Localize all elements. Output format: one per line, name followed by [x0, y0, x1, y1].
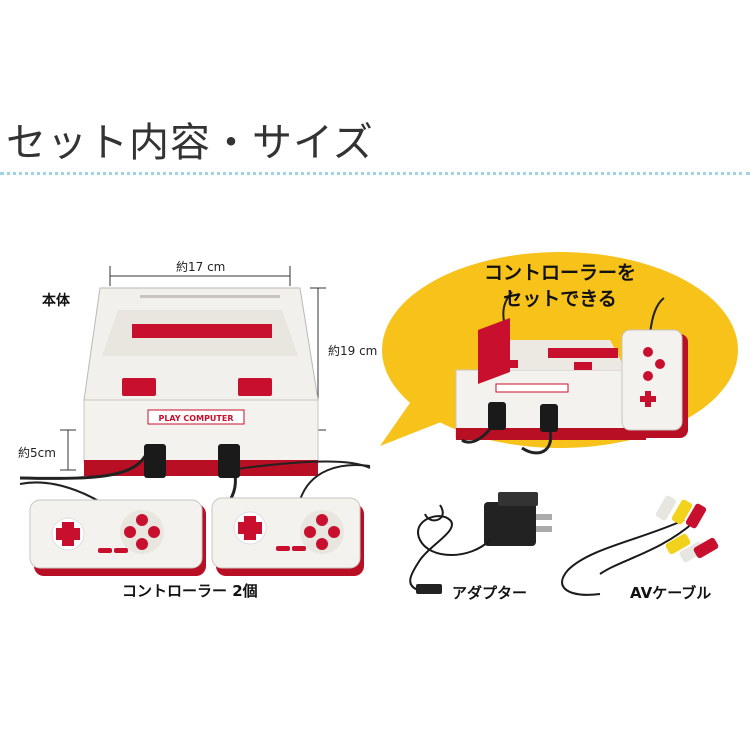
- console-logo: PLAY COMPUTER: [158, 414, 233, 423]
- adapter-image: [409, 492, 552, 594]
- controller-right: [211, 464, 371, 576]
- bubble-line-1: コントローラーを: [483, 262, 636, 284]
- dimension-lines: [60, 266, 326, 471]
- console-image: PLAY COMPUTER: [19, 287, 371, 501]
- page-title: セット内容・サイズ: [6, 120, 374, 166]
- av-cable-image: [561, 495, 719, 596]
- av-cable-label: AVケーブル: [630, 584, 712, 602]
- bubble-line-2: セットできる: [503, 288, 617, 310]
- docked-console-image: [455, 291, 688, 455]
- controller-left: [19, 481, 206, 576]
- title-divider: [0, 172, 750, 178]
- controllers-label: コントローラー 2個: [122, 582, 258, 600]
- depth-label: 約19 cm: [328, 344, 378, 358]
- console-label: 本体: [42, 293, 70, 309]
- height-label: 約5cm: [18, 446, 56, 460]
- adapter-label: アダプター: [452, 584, 528, 602]
- width-label: 約17 cm: [176, 260, 226, 274]
- bubble-text: コントローラーを セットできる: [470, 260, 650, 312]
